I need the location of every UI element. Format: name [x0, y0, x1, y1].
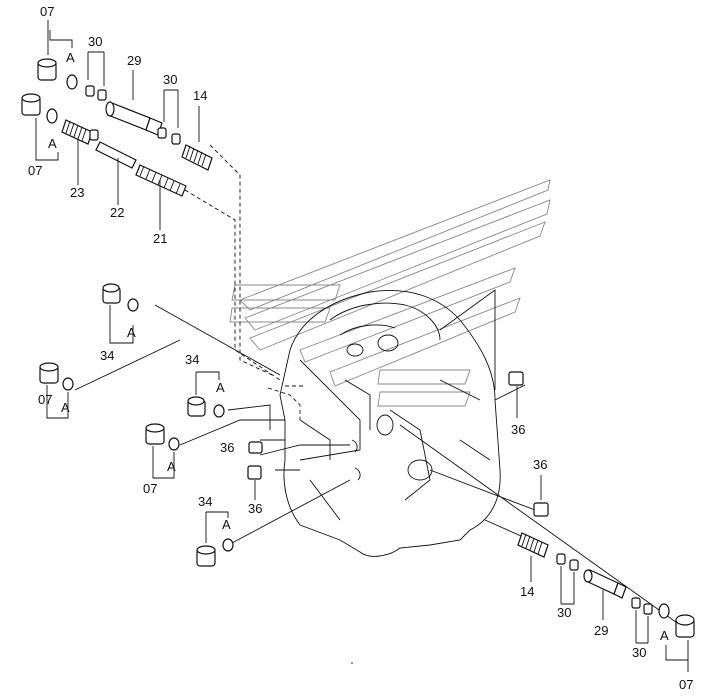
spool-29-top[interactable] — [105, 101, 163, 136]
plug-07-top[interactable] — [37, 58, 57, 81]
label-07-top: 07 — [40, 4, 54, 19]
label-07-bottom: 07 — [679, 677, 693, 692]
spring-14-top[interactable] — [181, 144, 213, 171]
label-34-upper: 34 — [100, 348, 114, 363]
label-29-top: 29 — [127, 53, 141, 68]
spacer-30-lower-mid[interactable] — [556, 553, 579, 571]
spool-29-bottom[interactable] — [583, 569, 627, 599]
plug-07-bottom[interactable] — [675, 614, 695, 638]
label-30-a: 30 — [88, 34, 102, 49]
plug-36-center[interactable] — [247, 465, 262, 480]
label-14-top: 14 — [193, 88, 207, 103]
label-36-left: 36 — [220, 440, 234, 455]
pump-housing — [260, 290, 501, 557]
label-07-middle: 07 — [38, 392, 52, 407]
o-ring-a-07-middle[interactable] — [62, 377, 74, 391]
plug-34-upper[interactable] — [102, 283, 121, 304]
label-36-right-upper: 36 — [511, 422, 525, 437]
label-30-b: 30 — [163, 72, 177, 87]
label-a-34-upper: A — [127, 325, 136, 340]
label-34-lower: 34 — [198, 494, 212, 509]
label-07-second: 07 — [28, 163, 42, 178]
spacer-30-upper-mid[interactable] — [157, 127, 181, 145]
label-30-d: 30 — [632, 645, 646, 660]
plug-34-middle[interactable] — [187, 396, 206, 417]
plug-07-middle[interactable] — [39, 362, 59, 384]
spring-23[interactable] — [61, 119, 99, 145]
label-23: 23 — [70, 185, 84, 200]
label-a-bottom: A — [660, 628, 669, 643]
label-36-center: 36 — [248, 501, 262, 516]
label-a-07-middle: A — [61, 400, 70, 415]
spacer-30-lower-right[interactable] — [631, 597, 653, 615]
label-a-second: A — [48, 136, 57, 151]
plug-36-right-lower[interactable] — [533, 502, 549, 517]
plug-07-lower[interactable] — [145, 423, 165, 445]
label-a-34-lower: A — [222, 517, 231, 532]
o-ring-a-34-middle[interactable] — [213, 404, 225, 418]
spring-21[interactable] — [135, 164, 187, 197]
plug-07-second[interactable] — [21, 93, 41, 116]
o-ring-a-34-lower[interactable] — [222, 538, 234, 552]
spacer-30-upper-left[interactable] — [85, 85, 107, 101]
plug-34-lower[interactable] — [196, 545, 216, 567]
label-22: 22 — [110, 205, 124, 220]
speck — [351, 662, 353, 664]
watermark-logo — [229, 179, 551, 407]
plug-36-right-upper[interactable] — [508, 371, 524, 386]
label-14-bottom: 14 — [520, 584, 534, 599]
label-30-c: 30 — [557, 605, 571, 620]
label-36-right-lower: 36 — [533, 457, 547, 472]
plug-36-left[interactable] — [248, 441, 263, 454]
o-ring-a-top[interactable] — [66, 74, 78, 90]
o-ring-a-second[interactable] — [46, 108, 58, 124]
o-ring-a-bottom[interactable] — [658, 603, 670, 619]
o-ring-a-07-lower[interactable] — [168, 437, 180, 451]
leader-lines — [74, 144, 681, 626]
label-29-bottom: 29 — [594, 623, 608, 638]
label-a-34-middle: A — [216, 380, 225, 395]
label-21: 21 — [153, 231, 167, 246]
o-ring-a-34-upper[interactable] — [127, 298, 139, 312]
label-a-07-lower: A — [167, 459, 176, 474]
pin-22[interactable] — [95, 141, 137, 169]
spring-14-bottom[interactable] — [517, 532, 549, 558]
label-a-top: A — [66, 50, 75, 65]
label-07-lower: 07 — [143, 481, 157, 496]
label-34-middle: 34 — [185, 352, 199, 367]
